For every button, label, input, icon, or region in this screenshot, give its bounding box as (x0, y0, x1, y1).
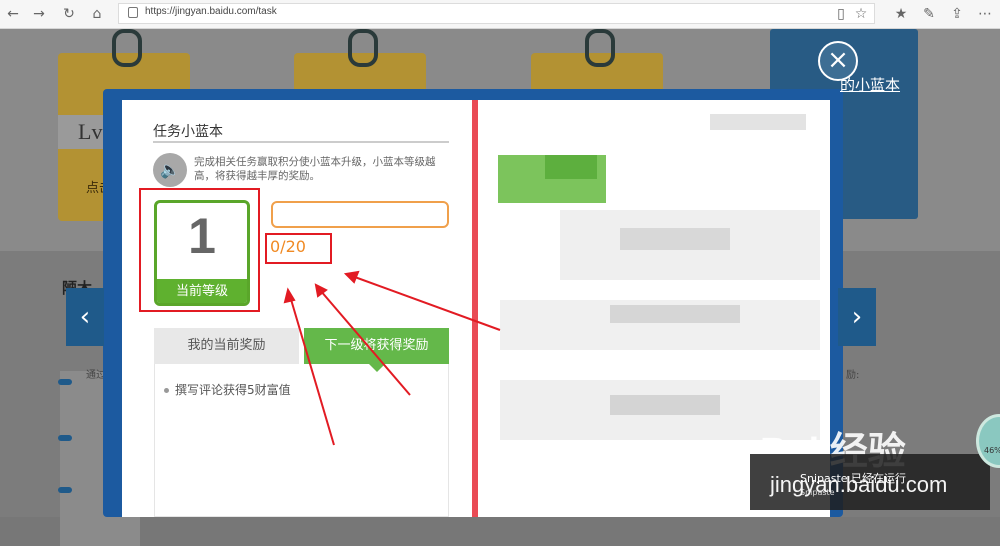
ring-icon (585, 29, 615, 67)
snipaste-notification (750, 454, 990, 510)
more-icon[interactable]: ⋯ (978, 6, 992, 22)
reading-view-icon[interactable]: ▯ (837, 6, 845, 22)
chevron-right-icon[interactable]: › (838, 288, 876, 346)
list-bullet (58, 487, 72, 493)
gauge-percent: 46% (984, 446, 1000, 455)
progress-text: 0/20 (270, 237, 306, 256)
title-divider (153, 141, 449, 143)
favorite-star-icon[interactable]: ☆ (854, 6, 868, 22)
pixelated-content (610, 395, 720, 415)
level-label: 当前等级 (157, 279, 247, 303)
home-icon[interactable]: ⌂ (92, 6, 102, 22)
snipaste-subtext: Snipaste (800, 488, 835, 497)
modal-description: 完成相关任务赢取积分使小蓝本升级，小蓝本等级越高，将获得越丰厚的奖励。 (194, 156, 436, 182)
pixelated-content (710, 114, 806, 130)
close-icon[interactable]: × (818, 41, 858, 81)
share-icon[interactable]: ⇪ (951, 6, 963, 22)
pen-icon[interactable]: ✎ (923, 6, 935, 22)
bluebook-link[interactable]: 的小蓝本 (840, 76, 901, 94)
tab-next-rewards[interactable]: 下一级将获得奖励 (304, 328, 449, 364)
pixelated-content (620, 228, 730, 250)
chevron-left-icon[interactable]: ‹ (66, 288, 104, 346)
favorites-icon[interactable]: ★ (894, 6, 908, 22)
back-icon[interactable]: ← (7, 6, 19, 22)
tab-current-rewards[interactable]: 我的当前奖励 (154, 328, 299, 364)
address-bar[interactable]: https://jingyan.baidu.com/task (118, 3, 875, 24)
url-text: https://jingyan.baidu.com/task (145, 6, 277, 17)
highlight-box-level (139, 188, 260, 312)
baidu-site-watermark: jingyan.baidu.com (770, 472, 948, 497)
level-card: 1 当前等级 (154, 200, 250, 306)
reward-text: 撰写评论获得5财富值 (175, 383, 291, 397)
level-number: 1 (188, 208, 216, 264)
browser-toolbar: ← → ↻ ⌂ https://jingyan.baidu.com/task ▯… (0, 0, 1000, 29)
lock-icon (128, 7, 138, 18)
background-right-text: 励: (846, 370, 860, 381)
pixelated-content (610, 305, 740, 323)
modal-title: 任务小蓝本 (153, 124, 223, 140)
highlight-box-progress (265, 233, 332, 264)
speaker-icon: 🔈 (153, 153, 187, 187)
refresh-icon[interactable]: ↻ (63, 6, 75, 22)
snipaste-text: Snipaste 已经在运行 (800, 472, 907, 485)
list-bullet (58, 435, 72, 441)
ring-icon (112, 29, 142, 67)
background-side-text: 通过 (86, 370, 106, 381)
ring-icon (348, 29, 378, 67)
forward-icon[interactable]: → (33, 6, 45, 22)
list-bullet (58, 379, 72, 385)
progress-bar (271, 201, 449, 228)
bullet-icon (164, 388, 169, 393)
pixelated-content (545, 155, 597, 179)
list-item: 撰写评论获得5财富值 (164, 381, 291, 398)
